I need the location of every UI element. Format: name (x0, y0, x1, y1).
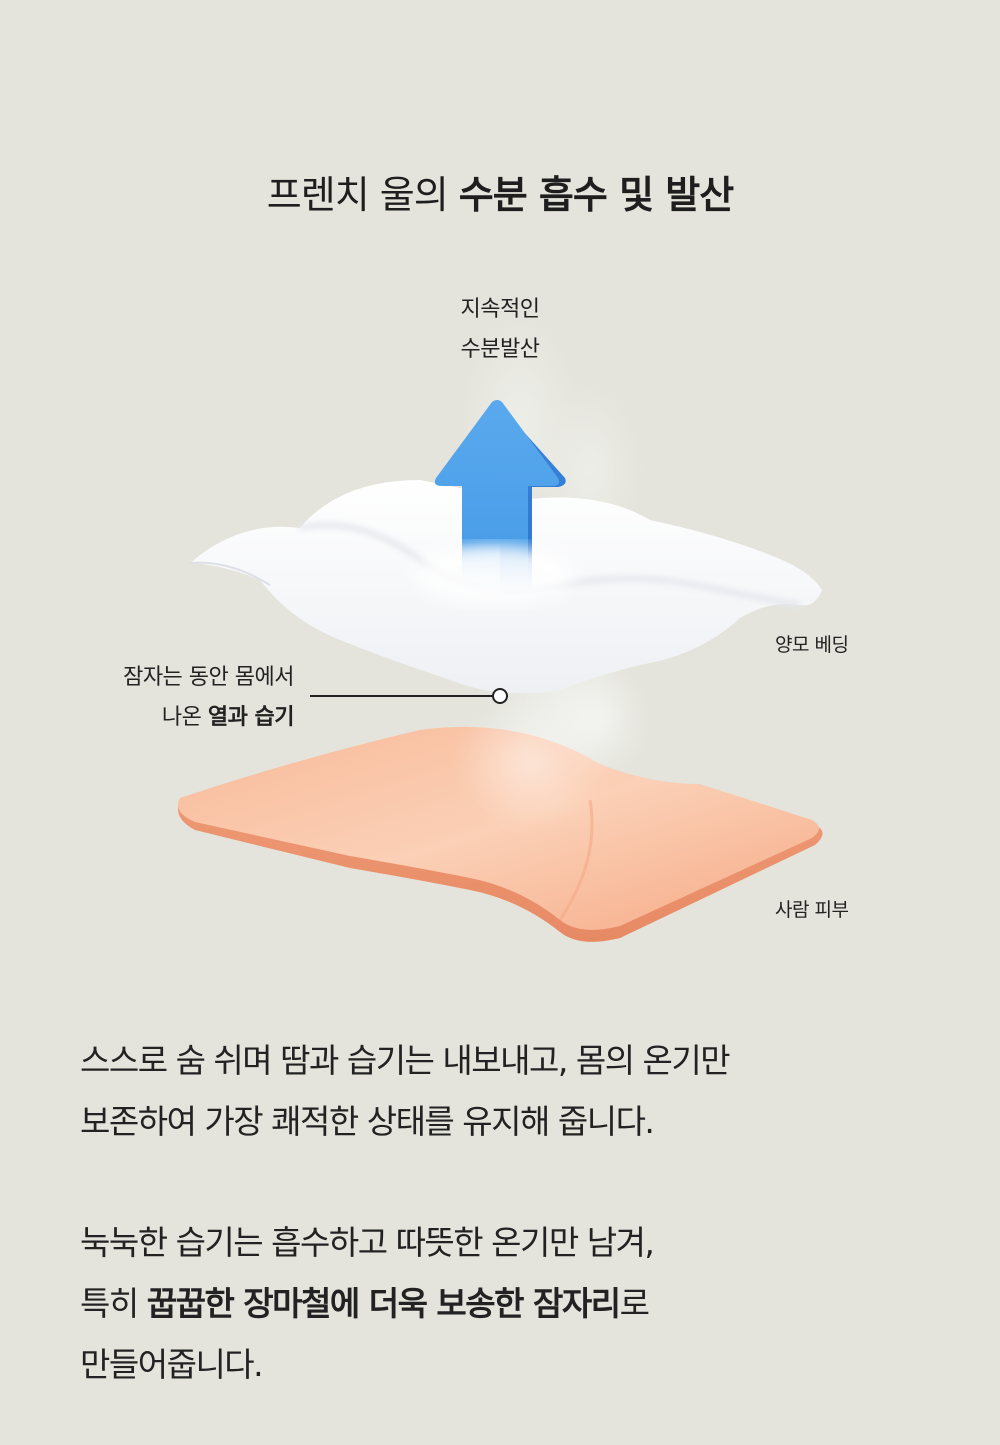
paragraph2-line2-end: 로 (619, 1284, 650, 1323)
left-label-bold: 열과 습기 (207, 705, 295, 730)
leader-line (310, 695, 494, 697)
wool-bedding-label: 양모 베딩 (775, 634, 849, 656)
leader-dot-icon (492, 688, 508, 704)
description-paragraph-2: 눅눅한 습기는 흡수하고 따뜻한 온기만 남겨, 특히 꿉꿉한 장마철에 더욱 … (80, 1212, 940, 1395)
paragraph2-line2: 특히 꿉꿉한 장마철에 더욱 보송한 잠자리로 (80, 1273, 940, 1334)
top-label-line2: 수분발산 (460, 337, 540, 362)
left-label-line1: 잠자는 동안 몸에서 (123, 665, 294, 690)
left-label-light: 나온 (161, 705, 208, 730)
page-title: 프렌치 울의 수분 흡수 및 발산 (0, 165, 1000, 225)
moisture-diagram (0, 270, 1000, 970)
paragraph2-line2-start: 특히 (80, 1284, 147, 1323)
paragraph2-line1: 눅눅한 습기는 흡수하고 따뜻한 온기만 남겨, (80, 1223, 655, 1262)
left-label-line2: 나온 열과 습기 (123, 698, 295, 738)
paragraph1-line1: 스스로 숨 쉬며 땀과 습기는 내보내고, 몸의 온기만 (80, 1041, 731, 1080)
top-label-line1: 지속적인 (460, 297, 540, 322)
sustained-evaporation-label: 지속적인 수분발산 (400, 290, 600, 370)
diagram-graphic (177, 310, 823, 942)
title-light: 프렌치 울의 (266, 173, 459, 218)
paragraph2-line2-bold: 꿉꿉한 장마철에 더욱 보송한 잠자리 (146, 1284, 621, 1323)
paragraph2-line3: 만들어줍니다. (80, 1345, 264, 1384)
heat-moisture-label: 잠자는 동안 몸에서 나온 열과 습기 (123, 658, 294, 738)
human-skin-label: 사람 피부 (775, 899, 849, 921)
skin-layer-icon (177, 726, 823, 942)
title-bold: 수분 흡수 및 발산 (458, 173, 734, 218)
description-paragraph-1: 스스로 숨 쉬며 땀과 습기는 내보내고, 몸의 온기만 보존하여 가장 쾌적한… (80, 1030, 940, 1152)
paragraph1-line2: 보존하여 가장 쾌적한 상태를 유지해 줍니다. (80, 1102, 655, 1141)
